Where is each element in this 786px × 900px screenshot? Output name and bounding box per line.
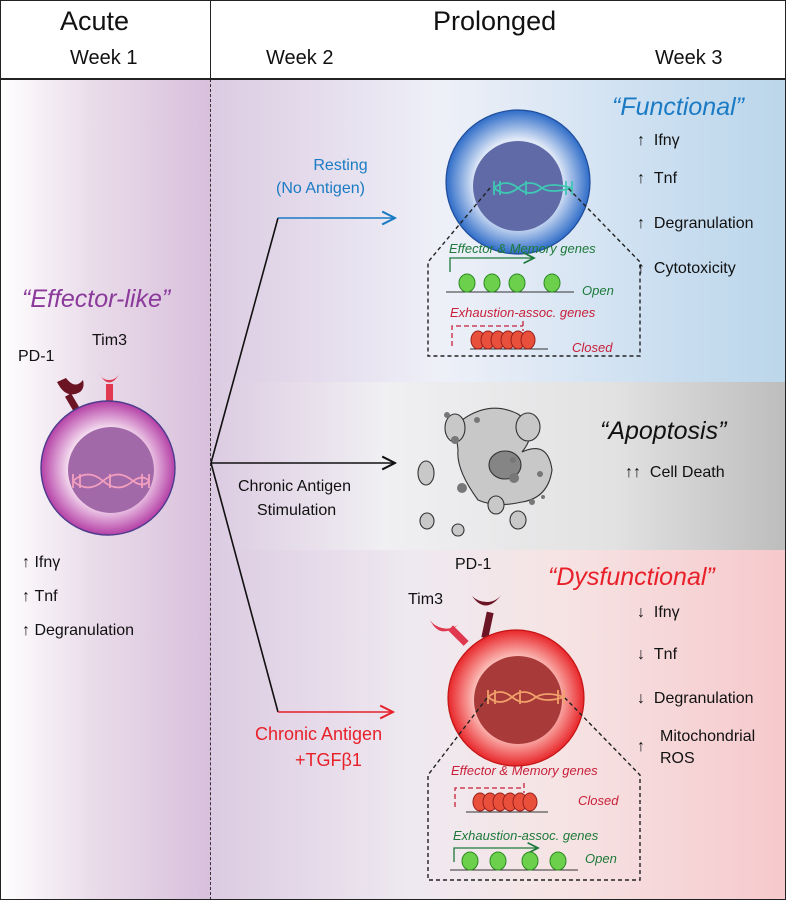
dysfunctional-tim3-label: Tim3 <box>408 591 443 608</box>
closed-blocked-icon <box>454 783 525 807</box>
header-prolonged: Prolonged Week 2 Week 3 <box>211 0 786 80</box>
header-acute: Acute Week 1 <box>0 0 211 80</box>
dysfunctional-marker-arrow: ↑ <box>637 738 645 755</box>
effector-cell <box>40 373 176 536</box>
functional-cell <box>427 109 641 357</box>
dysfunctional-marker: ↓ Degranulation <box>637 690 754 707</box>
functional-marker: ↑ Cytotoxicity <box>637 260 736 277</box>
week2-label: Week 2 <box>266 47 334 69</box>
open-arrow-icon <box>449 258 534 272</box>
functional-marker: ↑ Tnf <box>637 170 678 187</box>
pd1-receptor-icon <box>57 378 84 395</box>
chronic-label-line2: Stimulation <box>257 502 337 519</box>
open-nucleosomes-icon <box>458 273 561 293</box>
pd1-stalk <box>481 611 494 639</box>
dysfunctional-cell <box>427 594 641 881</box>
tim3-stalk <box>106 384 113 408</box>
functional-dna-icon <box>493 181 573 195</box>
chronic-label-line1: Chronic Antigen <box>238 478 351 495</box>
tgf-label-line2: +TGFβ1 <box>295 750 362 770</box>
tim3-stalk <box>448 625 469 646</box>
effector-marker: ↑ Ifnγ <box>22 554 61 571</box>
resting-label-line1: Resting <box>313 157 368 174</box>
functional-state2-label: Closed <box>572 340 613 355</box>
tim3-receptor-icon <box>99 373 120 383</box>
functional-inset-outline <box>427 187 641 357</box>
effector-nucleus <box>68 427 154 513</box>
effector-marker: ↑ Degranulation <box>22 622 135 639</box>
prolonged-title: Prolonged <box>433 6 557 36</box>
tim3-receptor-icon <box>430 620 458 632</box>
dysfunctional-pd1-label: PD-1 <box>455 556 492 573</box>
effector-dna-icon <box>72 473 150 489</box>
functional-state1-label: Open <box>582 283 614 298</box>
functional-gene2-label: Exhaustion-assoc. genes <box>450 305 596 320</box>
dysfunctional-dna-icon <box>487 690 565 704</box>
branch-up-line <box>210 217 279 464</box>
effector-pd1-label: PD-1 <box>18 348 55 365</box>
dysfunctional-gene2-label: Exhaustion-assoc. genes <box>453 828 599 843</box>
closed-nucleosomes-icon <box>472 792 538 812</box>
dysfunctional-marker: ↓ Ifnγ <box>637 604 680 621</box>
branch-down-line <box>210 462 279 713</box>
week1-label: Week 1 <box>70 47 138 69</box>
functional-gene1-label: Effector & Memory genes <box>449 241 596 256</box>
functional-nucleus <box>473 141 563 231</box>
closed-blocked-icon <box>451 321 524 346</box>
functional-marker: ↑ Degranulation <box>637 215 754 232</box>
apoptosis-marker: ↑↑ Cell Death <box>625 464 725 481</box>
pd1-receptor-icon <box>472 594 502 606</box>
effector-tim3-label: Tim3 <box>92 332 127 349</box>
dysfunctional-gene1-label: Effector & Memory genes <box>451 763 598 778</box>
dysfunctional-inset-outline <box>427 697 641 881</box>
closed-nucleosomes-icon <box>470 330 536 350</box>
apoptosis-title: “Apoptosis” <box>600 417 727 445</box>
dysfunctional-marker-label: Mitochondrial <box>660 728 756 745</box>
dysfunctional-state1-label: Closed <box>578 793 619 808</box>
tgf-label-line1: Chronic Antigen <box>255 724 383 744</box>
resting-label-line2: (No Antigen) <box>276 180 365 197</box>
dysfunctional-marker: ↓ Tnf <box>637 646 678 663</box>
phase-divider <box>210 79 211 900</box>
dysfunctional-title: “Dysfunctional” <box>548 563 715 591</box>
open-nucleosomes-icon <box>461 851 567 871</box>
week3-label: Week 3 <box>655 47 723 69</box>
acute-title: Acute <box>60 6 130 36</box>
apoptotic-cell-icon <box>417 407 553 537</box>
functional-marker: ↑ Ifnγ <box>637 132 680 149</box>
branch-lines <box>210 217 395 713</box>
dysfunctional-state2-label: Open <box>585 851 617 866</box>
functional-title: “Functional” <box>612 93 744 121</box>
effector-title: “Effector-like” <box>22 285 171 313</box>
dysfunctional-marker-label2: ROS <box>660 750 695 767</box>
effector-marker: ↑ Tnf <box>22 588 58 605</box>
open-arrow-icon <box>453 848 538 862</box>
